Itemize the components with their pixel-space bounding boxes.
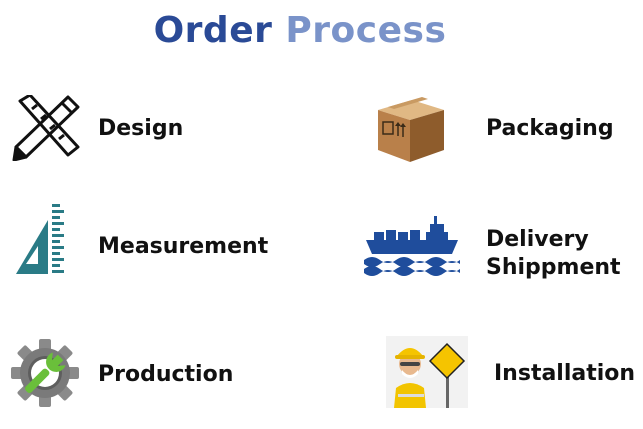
title-word-order: Order bbox=[153, 10, 273, 51]
construction-worker-icon bbox=[386, 336, 468, 412]
step-label-design: Design bbox=[98, 116, 184, 141]
page-title: Order Process bbox=[0, 10, 600, 51]
step-label-measurement: Measurement bbox=[98, 234, 269, 259]
gear-wrench-icon bbox=[10, 338, 80, 412]
step-label-delivery-line1: Delivery bbox=[486, 227, 589, 252]
cardboard-box-icon bbox=[374, 92, 448, 170]
step-label-installation: Installation bbox=[494, 361, 636, 386]
pencil-ruler-icon bbox=[12, 93, 82, 165]
step-label-packaging: Packaging bbox=[486, 116, 614, 141]
step-label-delivery-line2: Shippment bbox=[486, 255, 621, 280]
set-square-ruler-icon bbox=[14, 202, 70, 282]
step-label-production: Production bbox=[98, 362, 234, 387]
cargo-ship-icon bbox=[364, 214, 460, 280]
title-word-process: Process bbox=[285, 10, 447, 51]
